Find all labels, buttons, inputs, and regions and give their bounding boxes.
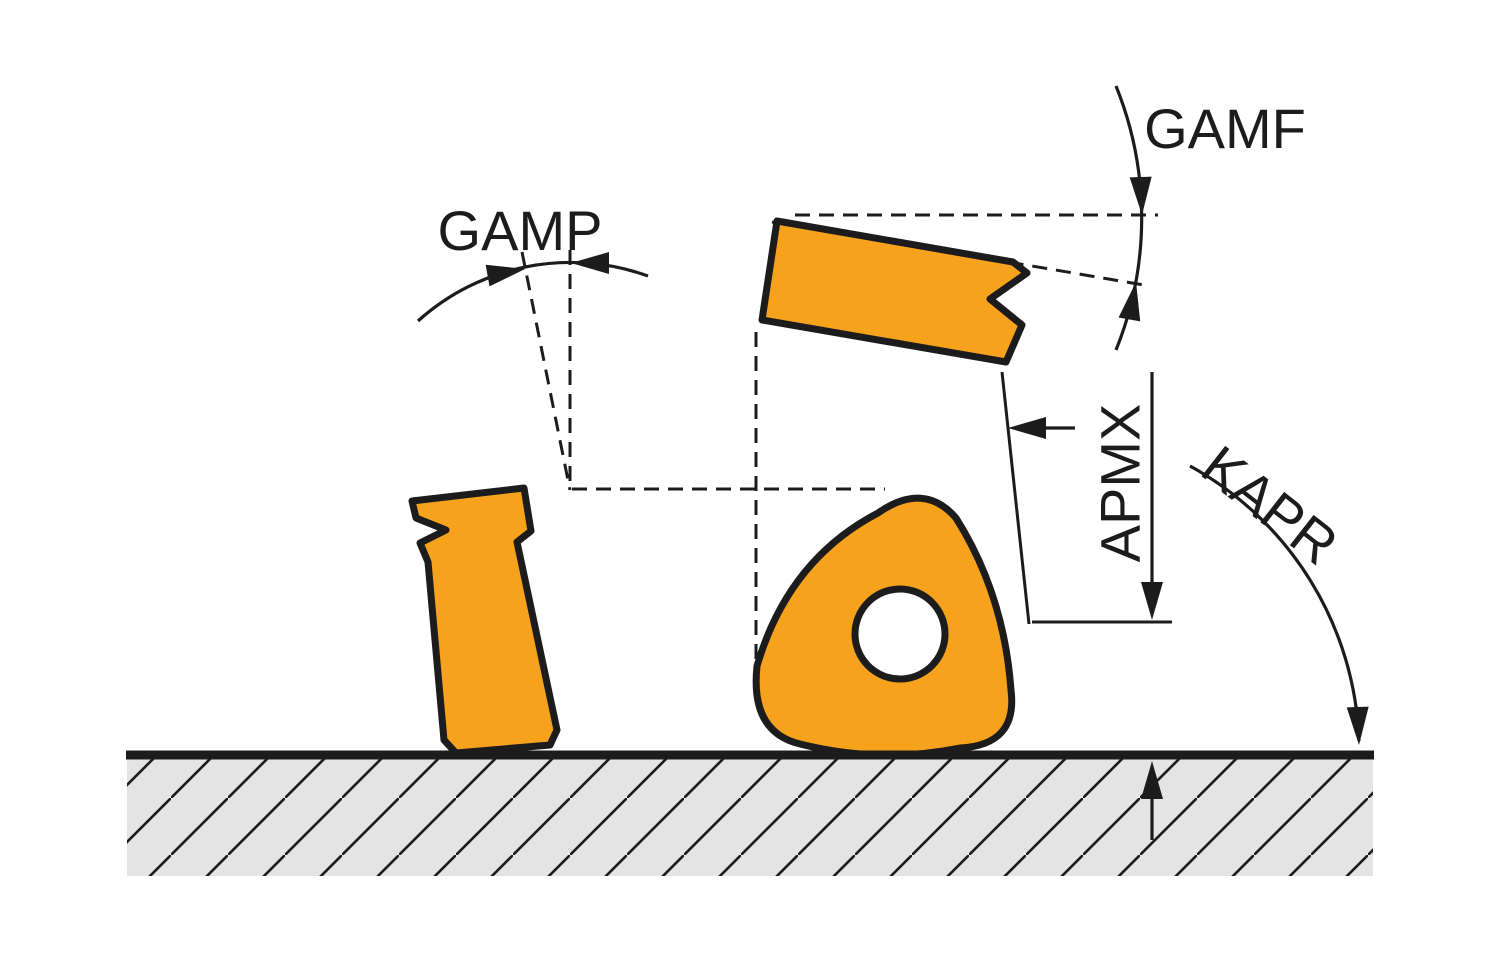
- insert-side-view: [408, 484, 561, 757]
- gamf-tilted-reference-line: [771, 220, 1151, 288]
- gamf-lower-arrowhead: [1118, 282, 1141, 322]
- gamf-upper-arrowhead: [1129, 176, 1152, 215]
- gamp-tilted-axis-line: [520, 251, 572, 491]
- insert-center-hole: [851, 585, 949, 683]
- kapr-label: KAPR: [1191, 433, 1350, 577]
- kapr-angle-arc: [1189, 464, 1361, 742]
- apmx-up-arrowhead: [1141, 761, 1163, 799]
- gamp-label: GAMP: [438, 199, 603, 262]
- insert-top-view: [758, 217, 1031, 366]
- apmx-left-arrowhead: [1008, 417, 1046, 439]
- gamp-right-arrowhead: [571, 252, 609, 274]
- apmx-label: APMX: [1089, 404, 1152, 563]
- gamp-left-arrowhead: [485, 264, 525, 287]
- kapr-arrowhead: [1346, 706, 1369, 745]
- cutting-edge-extension-line: [1000, 371, 1031, 625]
- gamf-label: GAMF: [1144, 97, 1306, 160]
- apmx-down-arrowhead: [1141, 582, 1163, 620]
- workpiece-hatch-area: [127, 755, 1373, 876]
- gamp-angle-arc: [416, 260, 649, 323]
